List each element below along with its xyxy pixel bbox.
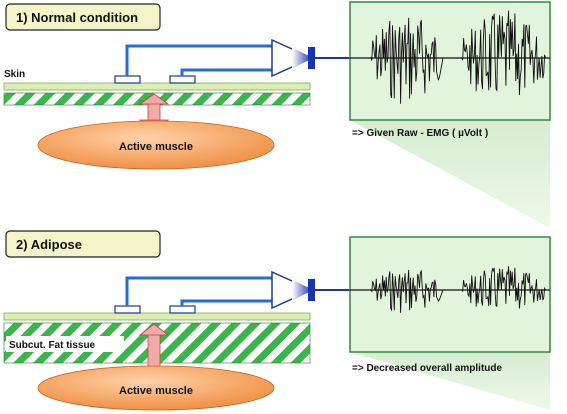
active-muscle — [37, 365, 275, 411]
electrode-left — [114, 305, 141, 314]
muscle-label: Active muscle — [119, 141, 193, 153]
emg-trace-decreased — [352, 266, 548, 313]
panel-adipose: 2) Adipose Subcut. Fat tissue Active mus… — [3, 230, 551, 411]
amplifier-output-block — [308, 47, 315, 69]
wire-bottom — [180, 299, 276, 306]
panel-title-box — [5, 3, 161, 31]
fat-label: Subcut. Fat tissue — [9, 340, 96, 351]
amplifier-shade — [292, 279, 312, 301]
emg-caption: => Given Raw - EMG ( µVolt ) — [352, 128, 488, 139]
skin-layer — [3, 312, 311, 321]
skin-layer — [3, 82, 311, 91]
wire-top — [125, 276, 276, 306]
fat-label-bg — [6, 336, 124, 352]
panel-title: 2) Adipose — [16, 237, 82, 252]
panel-title-box — [5, 230, 161, 258]
emg-shadow — [350, 352, 550, 410]
wire-top — [125, 44, 276, 76]
panel-normal-condition: 1) Normal condition Skin Active muscle — [3, 1, 551, 228]
emg-shadow — [350, 120, 550, 228]
amplifier-shade — [292, 47, 312, 69]
amplifier-output-block — [308, 279, 315, 301]
emg-trace-normal — [352, 10, 548, 104]
muscle-label: Active muscle — [119, 385, 193, 397]
emg-display — [349, 236, 551, 353]
wire-bottom — [180, 68, 276, 76]
panel-title: 1) Normal condition — [16, 10, 138, 25]
emg-caption: => Decreased overall amplitude — [352, 363, 503, 374]
electrode-left — [114, 75, 141, 84]
electrode-right — [169, 75, 196, 84]
electrode-right — [169, 305, 196, 314]
active-muscle — [37, 120, 275, 170]
skin-label: Skin — [4, 69, 25, 80]
